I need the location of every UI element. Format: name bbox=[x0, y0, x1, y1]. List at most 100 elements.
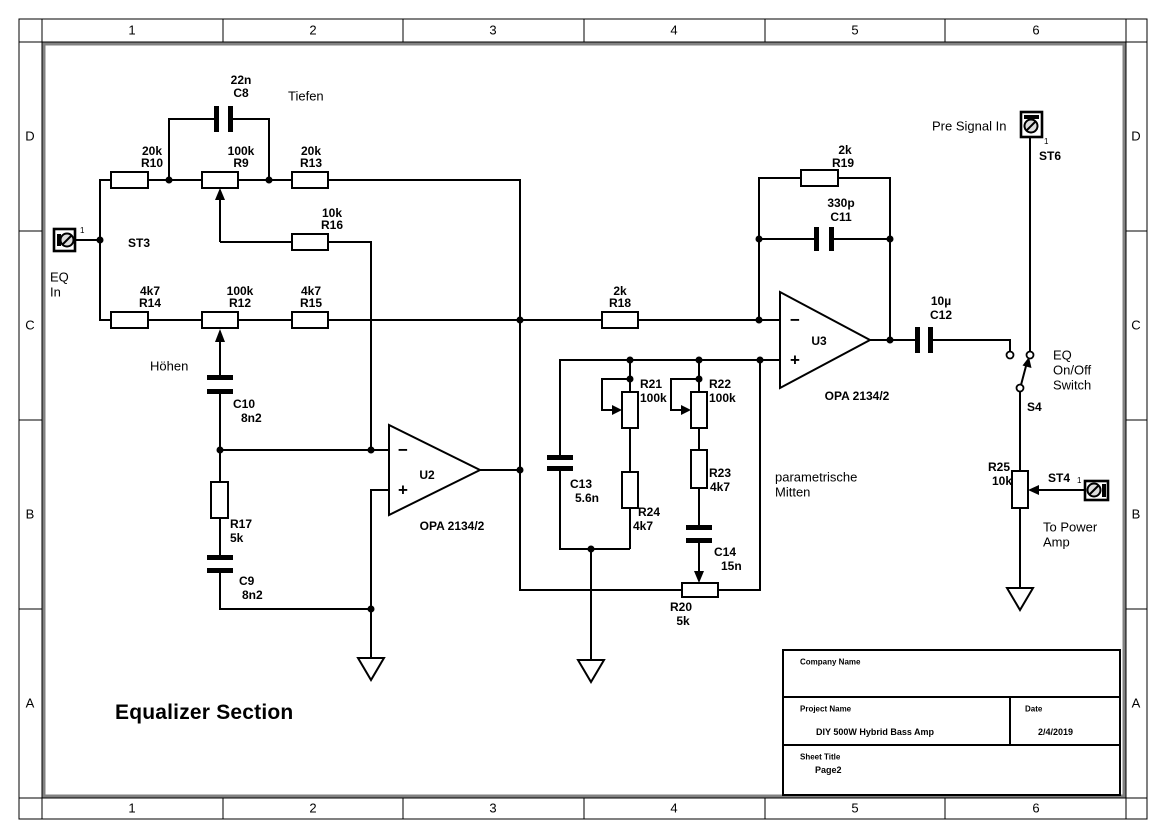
u2-ref: U2 bbox=[419, 468, 435, 482]
note-eq-switch-2: On/Off bbox=[1053, 362, 1092, 378]
r18-value: 2k bbox=[613, 284, 627, 298]
connector-st4 bbox=[1083, 479, 1110, 502]
r17-value: 5k bbox=[230, 531, 244, 545]
frame-col-3-bottom: 3 bbox=[489, 800, 497, 816]
ground-symbols bbox=[356, 587, 1035, 684]
u3-ref: U3 bbox=[811, 334, 827, 348]
r20-value: 5k bbox=[676, 614, 690, 628]
note-hoehen: Höhen bbox=[150, 358, 189, 374]
r15-value: 4k7 bbox=[300, 284, 322, 298]
r16-ref: R16 bbox=[320, 218, 344, 232]
r9-value: 100k bbox=[227, 144, 255, 158]
sheet-title-value: Page2 bbox=[815, 765, 842, 775]
potentiometer-r20 bbox=[681, 582, 719, 598]
frame-col-1-top: 1 bbox=[128, 22, 136, 38]
r13-ref: R13 bbox=[299, 156, 323, 170]
potentiometer-r22 bbox=[690, 391, 708, 429]
capacitor-c14 bbox=[686, 525, 712, 543]
resistor-r23 bbox=[690, 449, 708, 489]
ground-icon bbox=[1005, 587, 1035, 612]
frame-col-3-top: 3 bbox=[489, 22, 497, 38]
c14-value: 15n bbox=[721, 559, 742, 573]
switch-s4 bbox=[1005, 350, 1035, 393]
sheet-title-label: Sheet Title bbox=[800, 752, 841, 762]
c12-ref: C12 bbox=[929, 308, 953, 322]
resistor-r16 bbox=[291, 233, 329, 251]
r23-value: 4k7 bbox=[710, 480, 731, 494]
c9-value: 8n2 bbox=[242, 588, 263, 602]
r14-value: 4k7 bbox=[139, 284, 161, 298]
r24-ref: R24 bbox=[638, 505, 661, 519]
frame-col-6-top: 6 bbox=[1032, 22, 1040, 38]
potentiometer-r9 bbox=[201, 171, 239, 189]
r10-value: 20k bbox=[141, 144, 163, 158]
potentiometer-r12 bbox=[201, 311, 239, 329]
note-eq-in-1: EQ bbox=[50, 269, 69, 285]
r22-ref: R22 bbox=[709, 377, 732, 391]
u3-part: OPA 2134/2 bbox=[824, 389, 890, 403]
note-to-power-2: Amp bbox=[1043, 534, 1070, 550]
c12-value: 10µ bbox=[930, 294, 952, 308]
u2-minus: − bbox=[398, 440, 408, 460]
resistor-r10 bbox=[110, 171, 149, 189]
c10-value: 8n2 bbox=[241, 411, 262, 425]
c8-value: 22n bbox=[230, 73, 252, 87]
c11-value: 330p bbox=[827, 196, 855, 210]
opamp-u3 bbox=[779, 290, 873, 390]
frame-col-5-bottom: 5 bbox=[851, 800, 859, 816]
c14-ref: C14 bbox=[714, 545, 737, 559]
r10-ref: R10 bbox=[140, 156, 164, 170]
r20-ref: R20 bbox=[669, 600, 693, 614]
note-param-1: parametrische bbox=[775, 469, 858, 485]
r22-wiper-arrow bbox=[681, 405, 691, 415]
frame-col-4-bottom: 4 bbox=[670, 800, 678, 816]
r21-ref: R21 bbox=[640, 377, 663, 391]
r24-value: 4k7 bbox=[633, 519, 654, 533]
frame-row-A-right: A bbox=[1131, 695, 1141, 711]
r22-value: 100k bbox=[709, 391, 736, 405]
title-block bbox=[782, 649, 1121, 796]
r20-wiper-arrow bbox=[694, 571, 704, 583]
capacitors bbox=[207, 106, 933, 573]
st4-pin: 1 bbox=[1077, 476, 1082, 485]
note-tiefen: Tiefen bbox=[288, 88, 324, 104]
frame-row-B-left: B bbox=[25, 506, 35, 522]
note-pre-signal-in: Pre Signal In bbox=[932, 118, 1007, 134]
u2-part: OPA 2134/2 bbox=[419, 519, 485, 533]
company-name-label: Company Name bbox=[800, 657, 861, 667]
r25-wiper-arrow bbox=[1028, 485, 1039, 495]
st4-ref: ST4 bbox=[1048, 471, 1071, 485]
date-label: Date bbox=[1025, 704, 1043, 714]
c8-ref: C8 bbox=[233, 86, 249, 100]
frame-row-D-left: D bbox=[25, 128, 35, 144]
connector-st6 bbox=[1019, 110, 1044, 139]
r12-ref: R12 bbox=[228, 296, 252, 310]
st3-ref: ST3 bbox=[128, 236, 151, 250]
inner-frame bbox=[42, 42, 1126, 798]
u2-plus: + bbox=[398, 480, 408, 500]
resistor-r15 bbox=[291, 311, 329, 329]
note-to-power-1: To Power bbox=[1043, 519, 1098, 535]
resistor-r14 bbox=[110, 311, 149, 329]
st3-pin: 1 bbox=[80, 226, 85, 235]
r18-ref: R18 bbox=[608, 296, 632, 310]
frame-row-D-right: D bbox=[1131, 128, 1141, 144]
date-value: 2/4/2019 bbox=[1038, 727, 1074, 737]
r25-value: 10k bbox=[992, 474, 1013, 488]
frame-col-2-top: 2 bbox=[309, 22, 317, 38]
opamp-u2 bbox=[388, 423, 483, 517]
junction-dots bbox=[96, 176, 894, 613]
r25-ref: R25 bbox=[988, 460, 1011, 474]
capacitor-c11 bbox=[814, 227, 834, 251]
r16-value: 10k bbox=[321, 206, 343, 220]
r21-wiper-arrow bbox=[612, 405, 622, 415]
c13-value: 5.6n bbox=[575, 491, 600, 505]
page-title: Equalizer Section bbox=[115, 701, 294, 724]
project-name-label: Project Name bbox=[800, 704, 852, 714]
s4-ref: S4 bbox=[1027, 400, 1042, 414]
r21-value: 100k bbox=[640, 391, 667, 405]
u3-minus: − bbox=[790, 310, 800, 330]
resistor-r13 bbox=[291, 171, 329, 189]
